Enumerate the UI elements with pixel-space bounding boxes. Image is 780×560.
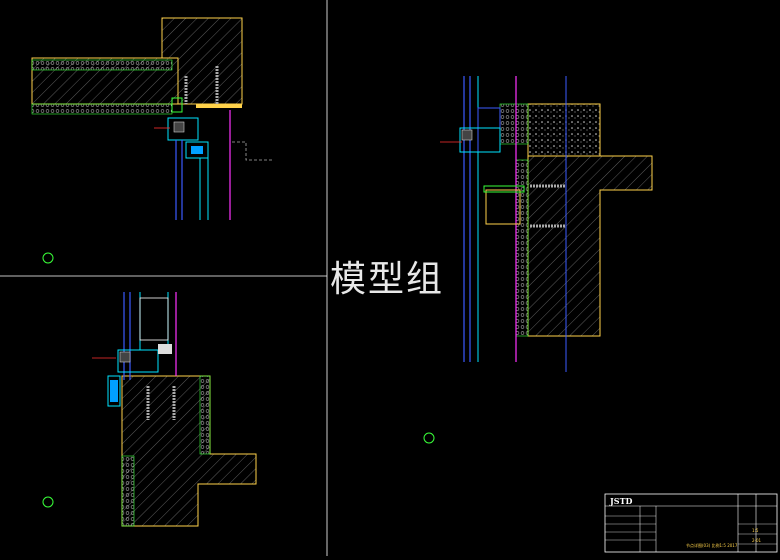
profile-core bbox=[119, 351, 131, 363]
pressure-plate bbox=[191, 146, 203, 154]
bracket bbox=[171, 97, 183, 113]
insulation-layer bbox=[199, 375, 211, 455]
embedded-plate bbox=[196, 104, 242, 108]
steel-bracket bbox=[485, 189, 521, 225]
insulation-layer bbox=[121, 455, 135, 527]
detail-marker bbox=[42, 252, 54, 264]
transom-box bbox=[477, 107, 501, 153]
aluminium-profile bbox=[117, 349, 159, 373]
title-block-scale: 1:5 bbox=[752, 528, 759, 533]
detail-top-left bbox=[31, 17, 274, 264]
watermark-text: 模型组 bbox=[330, 259, 445, 300]
bolt-head bbox=[158, 344, 172, 354]
mullion-cap bbox=[107, 375, 121, 407]
aluminium-profile bbox=[459, 127, 501, 153]
concrete-floor-slab bbox=[527, 155, 653, 337]
concrete-upper-block bbox=[527, 103, 601, 157]
title-block-note: 节点详图(03) 比例1:5 2017 bbox=[686, 543, 738, 548]
detail-right bbox=[423, 76, 653, 444]
detail-marker bbox=[42, 496, 54, 508]
aluminium-profile bbox=[167, 117, 199, 141]
profile-core bbox=[173, 121, 185, 133]
leader-line bbox=[232, 141, 274, 161]
transom-box bbox=[139, 297, 169, 341]
bracket-plate bbox=[483, 185, 525, 193]
pressure-plate bbox=[110, 380, 118, 402]
concrete-beam-section bbox=[121, 375, 257, 527]
detail-bottom-left bbox=[42, 292, 257, 527]
insulation-layer-top bbox=[31, 59, 173, 71]
title-block-company: JSTD bbox=[610, 496, 633, 506]
title-block-sheet: 2-01 bbox=[752, 538, 762, 543]
mullion-cap bbox=[185, 141, 209, 159]
insulation-layer bbox=[499, 103, 529, 145]
detail-marker bbox=[423, 432, 435, 444]
insulation-layer-bottom bbox=[31, 103, 173, 115]
title-block bbox=[604, 493, 778, 553]
profile-core bbox=[461, 129, 473, 141]
